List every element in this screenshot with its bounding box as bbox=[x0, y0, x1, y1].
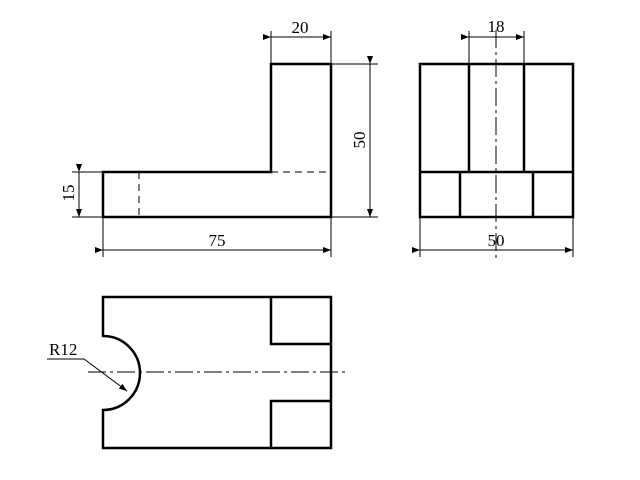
dim-18-text: 18 bbox=[488, 17, 505, 36]
dim-50-width-text: 50 bbox=[488, 231, 505, 250]
dim-75-text: 75 bbox=[209, 231, 226, 250]
dim-15-text: 15 bbox=[59, 185, 78, 202]
side-view: 18 50 bbox=[412, 17, 575, 260]
dim-50-height-text: 50 bbox=[350, 132, 369, 149]
top-notch-lower bbox=[269, 399, 331, 448]
dim-20-text: 20 bbox=[292, 18, 309, 37]
top-view: R12 bbox=[47, 295, 347, 450]
front-view: 20 50 15 75 bbox=[59, 18, 378, 257]
radius-r12-text: R12 bbox=[49, 340, 77, 359]
front-view-outline bbox=[101, 62, 333, 219]
top-notch-upper bbox=[269, 297, 331, 346]
top-view-outline bbox=[101, 295, 333, 450]
radius-arrow-line bbox=[83, 358, 128, 392]
